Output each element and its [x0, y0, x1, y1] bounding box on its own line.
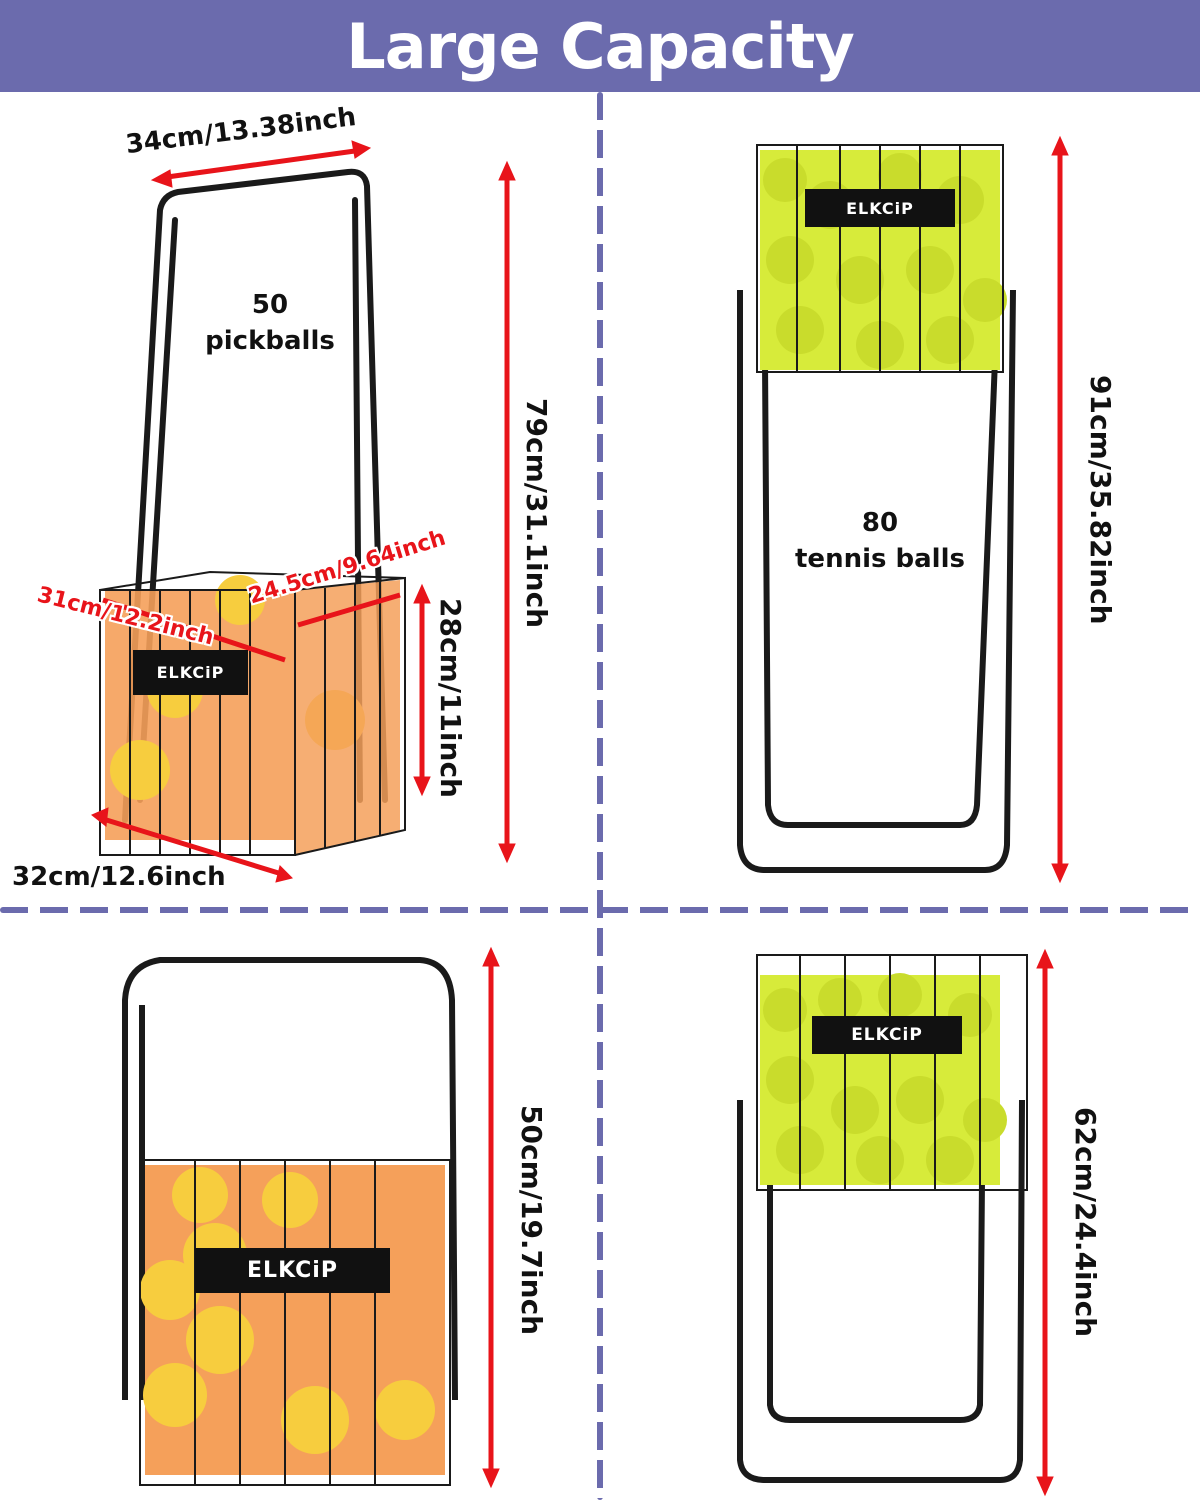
total-height-label: 50cm/19.7inch — [515, 1105, 548, 1336]
capacity-label: 50 pickballs — [190, 287, 350, 359]
base-width-label: 32cm/12.6inch — [12, 862, 226, 892]
page-title: Large Capacity — [346, 9, 855, 83]
capacity-unit: pickballs — [205, 326, 335, 356]
header-banner: Large Capacity — [0, 0, 1200, 92]
basket-height-label: 28cm/11inch — [434, 598, 467, 798]
capacity-number: 50 — [251, 290, 289, 320]
total-height-label: 79cm/31.1inch — [520, 398, 553, 629]
total-height-label: 62cm/24.4inch — [1069, 1107, 1102, 1338]
capacity-unit: tennis balls — [795, 544, 965, 574]
brand-plate: ELKCiP — [133, 650, 248, 695]
horizontal-divider — [0, 907, 1200, 913]
total-height-label: 91cm/35.82inch — [1084, 375, 1117, 625]
brand-plate: ELKCiP — [805, 189, 955, 227]
brand-plate: ELKCiP — [195, 1248, 390, 1293]
capacity-number: 80 — [861, 508, 899, 538]
capacity-label: 80 tennis balls — [780, 505, 980, 577]
vertical-divider — [597, 92, 603, 1500]
brand-plate: ELKCiP — [812, 1016, 962, 1054]
